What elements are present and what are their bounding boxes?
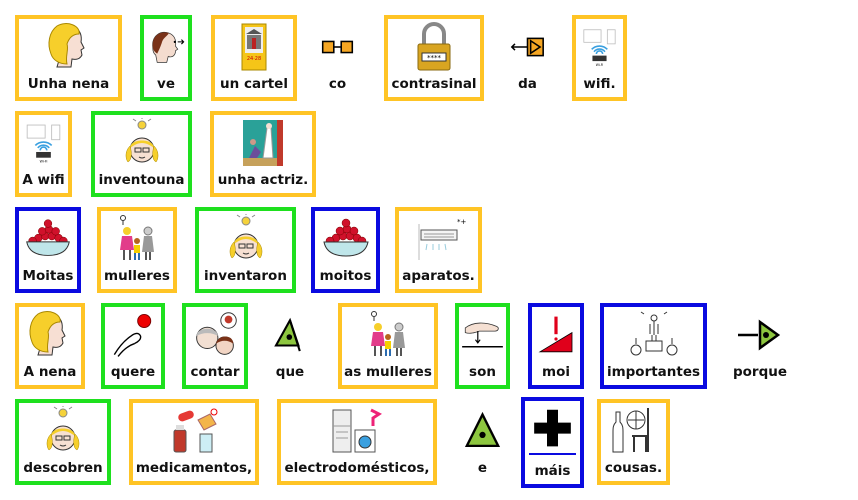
pictogram-label: inventaron	[204, 268, 287, 284]
svg-text:Wi-Fi: Wi-Fi	[596, 63, 604, 67]
svg-text:Wi-Fi: Wi-Fi	[40, 160, 48, 164]
pictogram-card[interactable]: Unha nena	[15, 15, 122, 101]
appliances-icon	[281, 405, 433, 457]
girl-profile-icon	[19, 309, 81, 361]
padlock-icon: ****	[388, 21, 480, 73]
see-icon	[144, 21, 188, 73]
svg-text:24·28: 24·28	[247, 56, 261, 62]
pictogram-label: moi	[542, 364, 570, 380]
pictogram-card[interactable]: da	[500, 15, 555, 101]
pictogram-label: e	[477, 460, 488, 476]
pictogram-label: Moitas	[22, 268, 74, 284]
pictogram-card[interactable]: descobren	[15, 399, 111, 485]
pictogram-label: A nena	[23, 364, 77, 380]
pictogram-card[interactable]: mulleres	[97, 207, 177, 293]
pictogram-label: electrodomésticos,	[284, 460, 430, 476]
pictogram-label: inventouna	[98, 172, 185, 188]
link-boxes-icon	[319, 21, 356, 73]
pictogram-label: quere	[110, 364, 156, 380]
pictogram-card[interactable]: A nena	[15, 303, 85, 389]
pictogram-label: aparatos.	[402, 268, 475, 284]
svg-text:*+: *+	[457, 218, 467, 226]
pictogram-card[interactable]: 24·28 un cartel	[211, 15, 297, 101]
pictogram-card[interactable]: contar	[182, 303, 248, 389]
pictogram-card[interactable]: unha actriz.	[210, 111, 316, 197]
wifi-router-icon: Wi-Fi	[576, 21, 623, 73]
underline-divider	[529, 453, 576, 455]
pictogram-card[interactable]: electrodomésticos,	[277, 399, 437, 485]
pictogram-card[interactable]: porque	[725, 303, 795, 389]
pictogram-label: que	[275, 364, 305, 380]
actress-icon	[214, 117, 312, 169]
pictogram-label: descobren	[23, 460, 103, 476]
pictogram-card[interactable]: as mulleres	[338, 303, 438, 389]
girl-idea-icon	[95, 117, 188, 169]
pictogram-label: wifi.	[583, 76, 616, 92]
pictogram-card[interactable]: son	[455, 303, 510, 389]
pictogram-card[interactable]: moitos	[311, 207, 380, 293]
pictogram-card[interactable]: quere	[101, 303, 165, 389]
bowl-many-icon	[19, 213, 77, 265]
want-icon	[105, 309, 161, 361]
wifi-router-icon: Wi-Fi	[19, 117, 68, 169]
pictogram-label: mulleres	[104, 268, 170, 284]
pictogram-label: unha actriz.	[217, 172, 309, 188]
pictogram-label: co	[328, 76, 347, 92]
pictogram-label: ve	[157, 76, 175, 92]
things-icon	[601, 405, 666, 457]
pictogram-label: son	[469, 364, 496, 380]
pictogram-card[interactable]: Wi-Fi A wifi	[15, 111, 72, 197]
women-icon	[342, 309, 434, 361]
pictogram-card[interactable]: importantes	[600, 303, 707, 389]
very-icon	[532, 309, 580, 361]
bowl-many-icon	[315, 213, 376, 265]
girl-profile-icon	[19, 21, 118, 73]
pictogram-card[interactable]: **** contrasinal	[384, 15, 484, 101]
girl-idea-icon	[19, 405, 107, 457]
pictogram-card[interactable]: cousas.	[597, 399, 670, 485]
pictogram-label: contrasinal	[391, 76, 477, 92]
pictogram-card[interactable]: inventouna	[91, 111, 192, 197]
pictogram-label: cousas.	[604, 460, 663, 476]
triangle-a-icon	[269, 309, 311, 361]
pictogram-label: contar	[190, 364, 240, 380]
pictogram-card[interactable]: medicamentos,	[129, 399, 259, 485]
poster-icon: 24·28	[215, 21, 293, 73]
pictogram-card[interactable]: *+ aparatos.	[395, 207, 482, 293]
triangle-dot-icon	[459, 405, 506, 457]
pictogram-label: importantes	[606, 364, 701, 380]
pictogram-card[interactable]: ve	[140, 15, 192, 101]
pictogram-card[interactable]: máis	[521, 397, 584, 488]
pictogram-label: A wifi	[22, 172, 65, 188]
pictogram-card[interactable]: Moitas	[15, 207, 81, 293]
pictogram-label: da	[518, 76, 537, 92]
pictogram-card[interactable]: inventaron	[195, 207, 296, 293]
are-icon	[459, 309, 506, 361]
pictogram-card[interactable]: que	[265, 303, 315, 389]
plus-icon	[525, 403, 580, 455]
arrow-from-icon	[504, 21, 551, 73]
tell-icon	[186, 309, 244, 361]
because-icon	[729, 309, 791, 361]
pictogram-label: un cartel	[220, 76, 288, 92]
women-icon	[101, 213, 173, 265]
pictogram-card[interactable]: moi	[528, 303, 584, 389]
pictogram-label: porque	[732, 364, 788, 380]
important-icon	[604, 309, 703, 361]
medicines-icon	[133, 405, 255, 457]
pictogram-card[interactable]: e	[455, 399, 510, 485]
pictogram-card[interactable]: Wi-Fi wifi.	[572, 15, 627, 101]
pictogram-label: máis	[534, 463, 571, 479]
pictogram-label: moitos	[319, 268, 372, 284]
pictogram-card[interactable]: co	[315, 15, 360, 101]
svg-text:****: ****	[427, 54, 442, 62]
pictogram-label: Unha nena	[27, 76, 110, 92]
pictogram-label: medicamentos,	[135, 460, 253, 476]
air-conditioner-icon: *+	[399, 213, 478, 265]
pictogram-label: as mulleres	[344, 364, 432, 380]
girl-idea-icon	[199, 213, 292, 265]
